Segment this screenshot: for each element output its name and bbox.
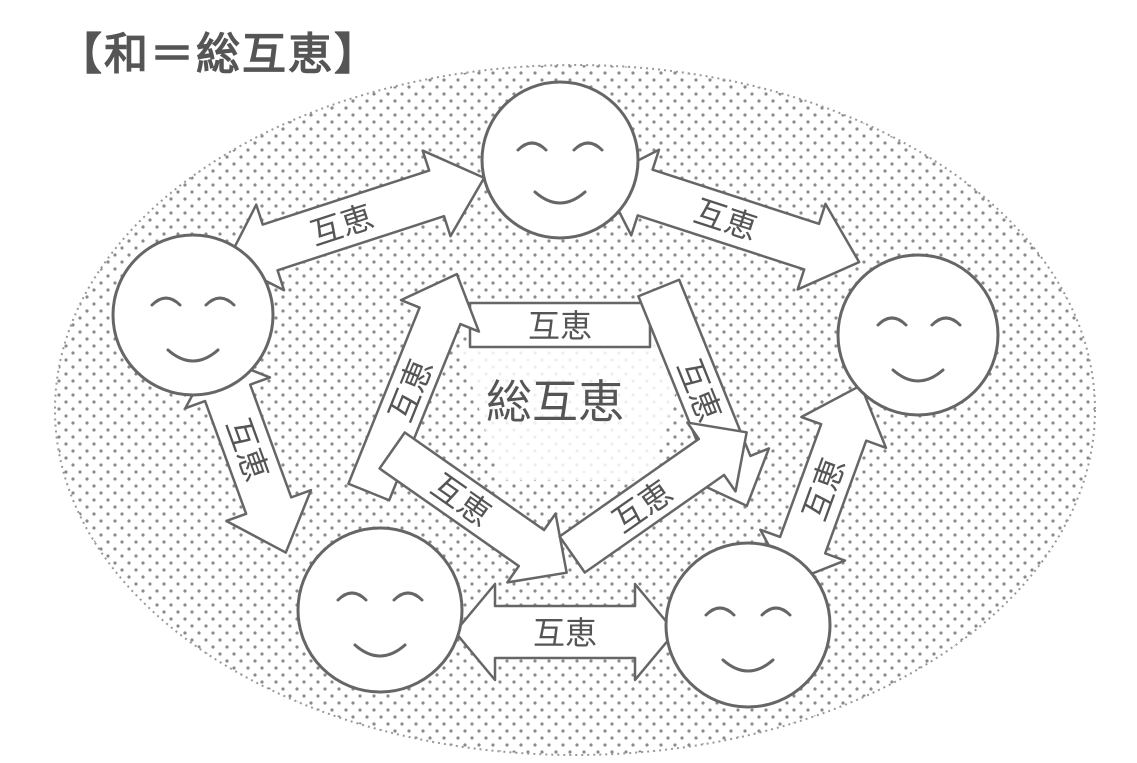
face-bottom-left	[296, 526, 464, 694]
face-bottom-right	[664, 541, 832, 709]
arrow-bottom: 互恵	[453, 582, 677, 682]
face-right	[836, 253, 1000, 417]
diagram-title: 【和＝総互恵】	[58, 29, 380, 80]
arrow-top-right: 互恵	[601, 148, 861, 291]
face-left	[111, 233, 275, 397]
arrow-inner-top: 互恵	[468, 301, 652, 349]
arrow-label-bottom: 互恵	[533, 614, 597, 652]
face-top	[480, 80, 640, 240]
arrow-label-inner-top: 互恵	[528, 307, 592, 345]
center-label: 総互恵	[486, 375, 624, 429]
